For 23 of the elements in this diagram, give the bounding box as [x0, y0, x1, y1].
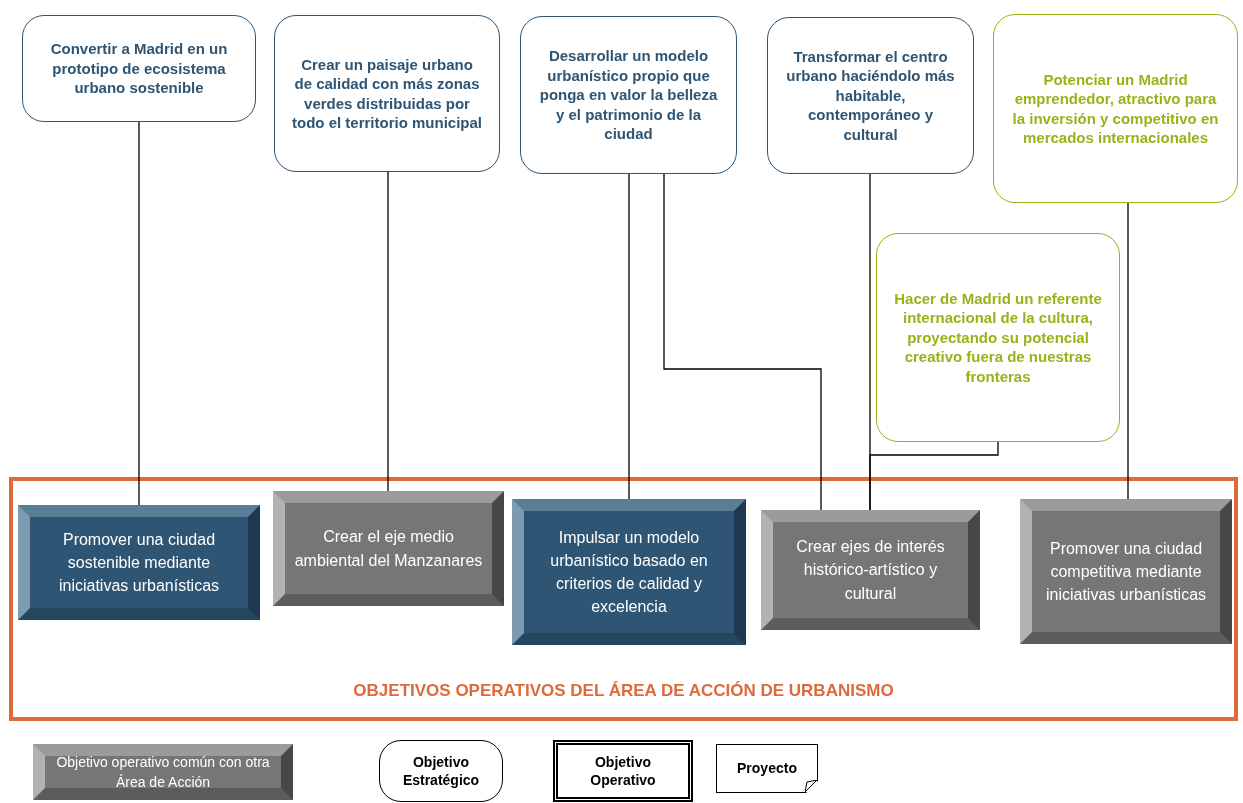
strategic-objective-box: Transformar el centro urbano haciéndolo más habitable, contemporáneo y cultural — [767, 17, 974, 174]
strategic-objective-box: Potenciar un Madrid emprendedor, atractivo para la inversión y competitivo en mercados internacionales — [993, 14, 1238, 203]
connector-line — [1127, 202, 1129, 500]
connector-line — [869, 441, 999, 511]
strategic-objective-box: Objetivo Estratégico — [379, 740, 503, 802]
connector-line — [387, 171, 389, 492]
shared-operative-objective-box: Crear el eje medio ambiental del Manzanares — [273, 491, 504, 606]
connector-line — [628, 173, 630, 500]
strategic-objective-box: Desarrollar un modelo urbanístico propio que ponga en valor la belleza y el patrimonio de la ciudad — [520, 16, 737, 174]
frame-title: OBJETIVOS OPERATIVOS DEL ÁREA DE ACCIÓN DE URBANISMO — [353, 679, 894, 702]
shared-operative-objective-box: Objetivo operativo común con otra Área de Acción — [33, 744, 293, 800]
project-note: Proyecto — [716, 744, 818, 793]
operative-objective-sample: Objetivo Operativo — [553, 740, 693, 802]
shared-operative-objective-box: Crear ejes de interés histórico-artístico y cultural — [761, 510, 980, 630]
operative-objective-box: Impulsar un modelo urbanístico basado en criterios de calidad y excelencia — [512, 499, 746, 645]
strategic-objective-box: Hacer de Madrid un referente internacional de la cultura, proyectando su potencial creativo fuera de nuestras fronteras — [876, 233, 1120, 442]
connector-line — [138, 121, 140, 506]
strategic-objective-box: Convertir a Madrid en un prototipo de ecosistema urbano sostenible — [22, 15, 256, 122]
operative-objective-box: Promover una ciudad sostenible mediante iniciativas urbanísticas — [18, 505, 260, 620]
shared-operative-objective-box: Promover una ciudad competitiva mediante iniciativas urbanísticas — [1020, 499, 1232, 644]
strategic-objective-box: Crear un paisaje urbano de calidad con más zonas verdes distribuidas por todo el territorio municipal — [274, 15, 500, 172]
operative-area-frame — [9, 477, 1238, 721]
connector-line — [663, 173, 822, 511]
